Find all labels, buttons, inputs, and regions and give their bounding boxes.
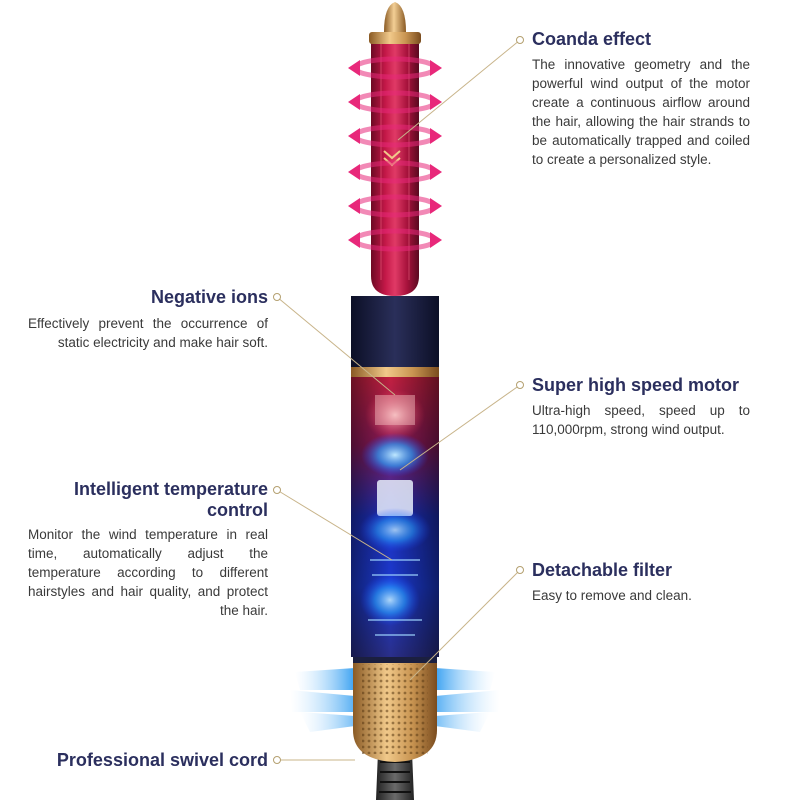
temperature-control-description: Monitor the wind temperature in real tim… (28, 527, 268, 618)
coanda-effect-description: The innovative geometry and the powerful… (532, 57, 750, 167)
handle-body (351, 375, 439, 657)
airflow-arrow (430, 60, 442, 76)
airflow-arrow (348, 164, 360, 180)
filter-base (353, 655, 437, 762)
airflow-arrow (348, 232, 360, 248)
leader-lines (276, 39, 521, 761)
temperature-control-title: Intelligent temperature control (73, 479, 268, 520)
negative-ions-title: Negative ions (150, 287, 268, 307)
leader-dots (273, 36, 524, 764)
airflow-arrow (348, 60, 360, 76)
swivel-cord-title: Professional swivel cord (56, 750, 268, 770)
airflow-arrow (430, 232, 442, 248)
airflow-arrow (430, 164, 442, 180)
airflow-arrow (430, 94, 442, 110)
airflow-arrow (348, 94, 360, 110)
filter-description: Easy to remove and clean. (532, 588, 692, 603)
airflow-arrow (430, 198, 442, 214)
gold-ring (351, 367, 439, 377)
airflow-arrow (430, 128, 442, 144)
negative-ions-description: Effectively prevent the occurrence of st… (28, 316, 268, 350)
base-airflow (290, 668, 500, 732)
coanda-airflow-rings (348, 56, 442, 252)
motor-description: Ultra-high speed, speed up to 110,000rpm… (532, 403, 750, 437)
motor-title: Super high speed motor (532, 375, 740, 395)
filter-title: Detachable filter (532, 560, 673, 580)
airflow-arrow (348, 198, 360, 214)
coanda-effect-title: Coanda effect (532, 29, 652, 49)
gold-tip (369, 2, 421, 44)
airflow-arrow (348, 128, 360, 144)
navy-collar (351, 296, 439, 367)
